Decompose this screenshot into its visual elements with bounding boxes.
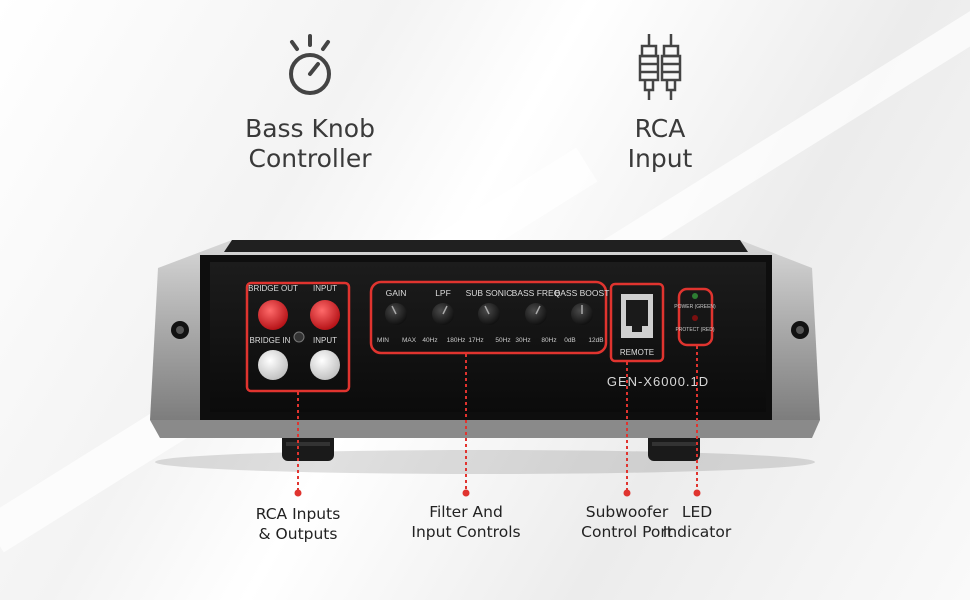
control-label-lpf: LPF (435, 288, 451, 298)
feature-bass-knob: Bass Knob Controller (220, 32, 400, 174)
floor-shadow (155, 450, 815, 474)
amp-bottom-edge (150, 420, 820, 438)
rca-jack-bridge-in (258, 350, 288, 380)
callout-remote: Subwoofer Control Port (552, 502, 702, 542)
feature-label-line2: Controller (248, 144, 372, 173)
callout-line2: Indicator (662, 523, 732, 541)
led-protect (692, 315, 698, 321)
led-protect-label: PROTECT (RED) (675, 327, 714, 333)
knob-bass-boost (571, 303, 593, 325)
callout-rca: RCA Inputs & Outputs (228, 504, 368, 544)
rca-jack-input-top (310, 300, 340, 330)
callout-dot-controls (462, 489, 470, 497)
feature-rca-input: RCA Input (570, 32, 750, 174)
input-bottom-label: INPUT (313, 336, 337, 345)
knob-subsonic (478, 303, 500, 325)
rca-cable-icon (638, 34, 682, 100)
scale-30hz: 30Hz (515, 337, 530, 344)
callout-line1: Subwoofer (585, 503, 669, 521)
control-label-gain: GAIN (386, 288, 407, 298)
knob-bass-freq (525, 303, 547, 325)
remote-label: REMOTE (620, 348, 654, 357)
callout-line2: Input Controls (411, 523, 521, 541)
knob-gain (385, 303, 407, 325)
knob-icon (289, 34, 331, 95)
scale-180hz: 180Hz (447, 337, 466, 344)
rca-highlight-box (245, 281, 351, 393)
feature-label-line2: Input (627, 144, 693, 173)
callout-led: LED Indicator (647, 502, 747, 542)
controls-highlight-box (369, 280, 608, 355)
led-power-label: POWER (GREEN) (674, 304, 716, 310)
callout-line1: RCA Inputs (255, 505, 341, 523)
bridge-out-label: BRIDGE OUT (248, 284, 298, 293)
model-label: GEN-X6000.1D (607, 374, 709, 389)
scale-12db: 12dB (588, 337, 603, 344)
scale-50hz: 50Hz (495, 337, 510, 344)
callout-line2: Control Port (581, 523, 673, 541)
scale-17hz: 17Hz (468, 337, 483, 344)
callout-dot-led (693, 489, 701, 497)
control-label-subsonic: SUB SONIC (466, 288, 513, 298)
callout-lines (297, 346, 698, 490)
led-power (692, 293, 698, 299)
scale-80hz: 80Hz (541, 337, 556, 344)
bridge-in-label: BRIDGE IN (250, 336, 291, 345)
ground-screw (293, 331, 305, 343)
feature-label-line1: RCA (634, 114, 686, 143)
callout-dot-rca (294, 489, 302, 497)
scale-0db: 0dB (564, 337, 576, 344)
led-highlight-box (677, 287, 714, 347)
remote-highlight-box (609, 282, 665, 363)
input-top-label: INPUT (313, 284, 337, 293)
scale-min: MIN (377, 337, 389, 344)
control-label-bass-freq: BASS FREQ (512, 288, 561, 298)
knob-lpf (432, 303, 454, 325)
scale-max: MAX (402, 337, 417, 344)
rca-jack-bridge-out (258, 300, 288, 330)
callout-dot-remote (623, 489, 631, 497)
callout-line1: LED (681, 503, 713, 521)
feature-label-line1: Bass Knob (245, 114, 375, 143)
amp-top-edge (224, 240, 748, 252)
callout-controls: Filter And Input Controls (396, 502, 536, 542)
rca-jack-input-bottom (310, 350, 340, 380)
scale-40hz: 40Hz (422, 337, 437, 344)
control-label-bass-boost: BASS BOOST (555, 288, 610, 298)
callout-line2: & Outputs (258, 525, 338, 543)
callout-line1: Filter And (429, 503, 503, 521)
